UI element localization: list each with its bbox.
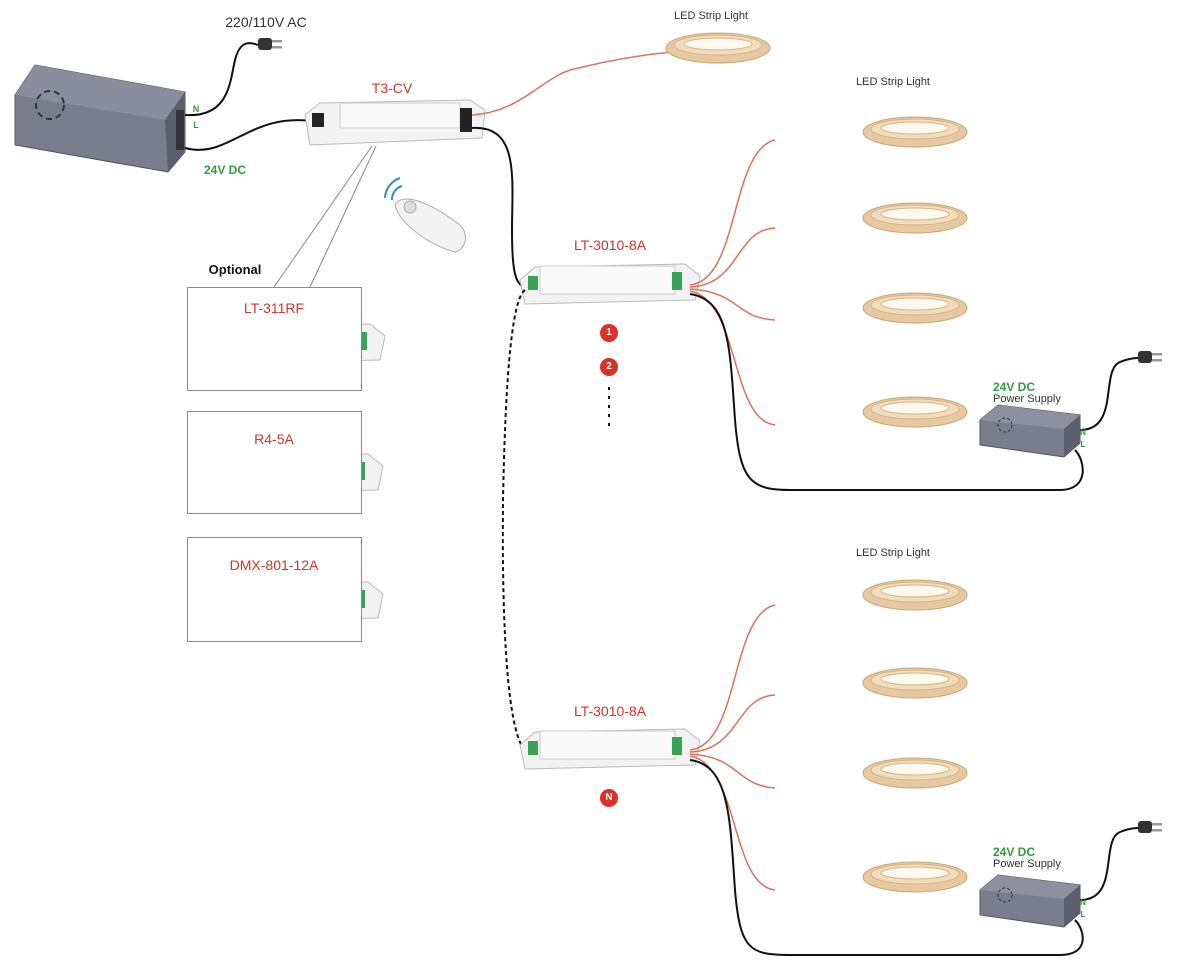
group-number-badge: 2 (600, 358, 618, 376)
group2-psu-label: Power Supply (993, 858, 1061, 870)
t3-cv-controller (304, 99, 486, 146)
ac-plug-icon (258, 38, 282, 50)
n-terminal-label: N (1080, 428, 1086, 437)
ac-plug-icon (1138, 351, 1162, 363)
optional-heading: Optional (208, 262, 262, 277)
dc-output-label: 24V DC (203, 163, 247, 177)
l-terminal-label: L (193, 120, 199, 130)
optional-item-lt-311rf: LT-311RF (187, 287, 362, 391)
group-number-badge: 1 (600, 324, 618, 342)
group2-psu-voltage: 24V DC (993, 845, 1036, 859)
led-strip-coil (665, 32, 771, 64)
optional-item-r4-5a: R4-5A (187, 411, 362, 514)
ac-input-label: 220/110V AC (225, 14, 307, 30)
group1-psu-voltage: 24V DC (993, 380, 1036, 394)
t3-cv-label: T3-CV (371, 80, 413, 96)
group2-controller-label: LT-3010-8A (573, 703, 647, 719)
main-power-supply (14, 64, 186, 173)
l-terminal-label: L (1080, 440, 1086, 449)
top-strip-label: LED Strip Light (674, 10, 748, 22)
psu-1 (979, 404, 1081, 458)
group1-psu-label: Power Supply (993, 393, 1061, 405)
lt-3010-8a-controller-1 (519, 263, 701, 305)
ac-plug-icon (1138, 821, 1162, 833)
group1-strip-label: LED Strip Light (856, 76, 930, 88)
optional-item-label: R4-5A (254, 431, 294, 447)
psu-2 (979, 874, 1081, 928)
n-terminal-label: N (1080, 898, 1086, 907)
lt-3010-8a-controller-2 (519, 728, 701, 770)
group2-strip-label: LED Strip Light (856, 547, 930, 559)
optional-item-label: DMX-801-12A (229, 557, 319, 573)
group-number-badge: N (600, 789, 618, 807)
n-terminal-label: N (192, 104, 200, 114)
l-terminal-label: L (1080, 910, 1086, 919)
optional-item-dmx-801-12a: DMX-801-12A (187, 537, 362, 642)
optional-item-label: LT-311RF (243, 300, 305, 316)
remote-control-icon (384, 177, 466, 253)
group1-controller-label: LT-3010-8A (573, 237, 647, 253)
